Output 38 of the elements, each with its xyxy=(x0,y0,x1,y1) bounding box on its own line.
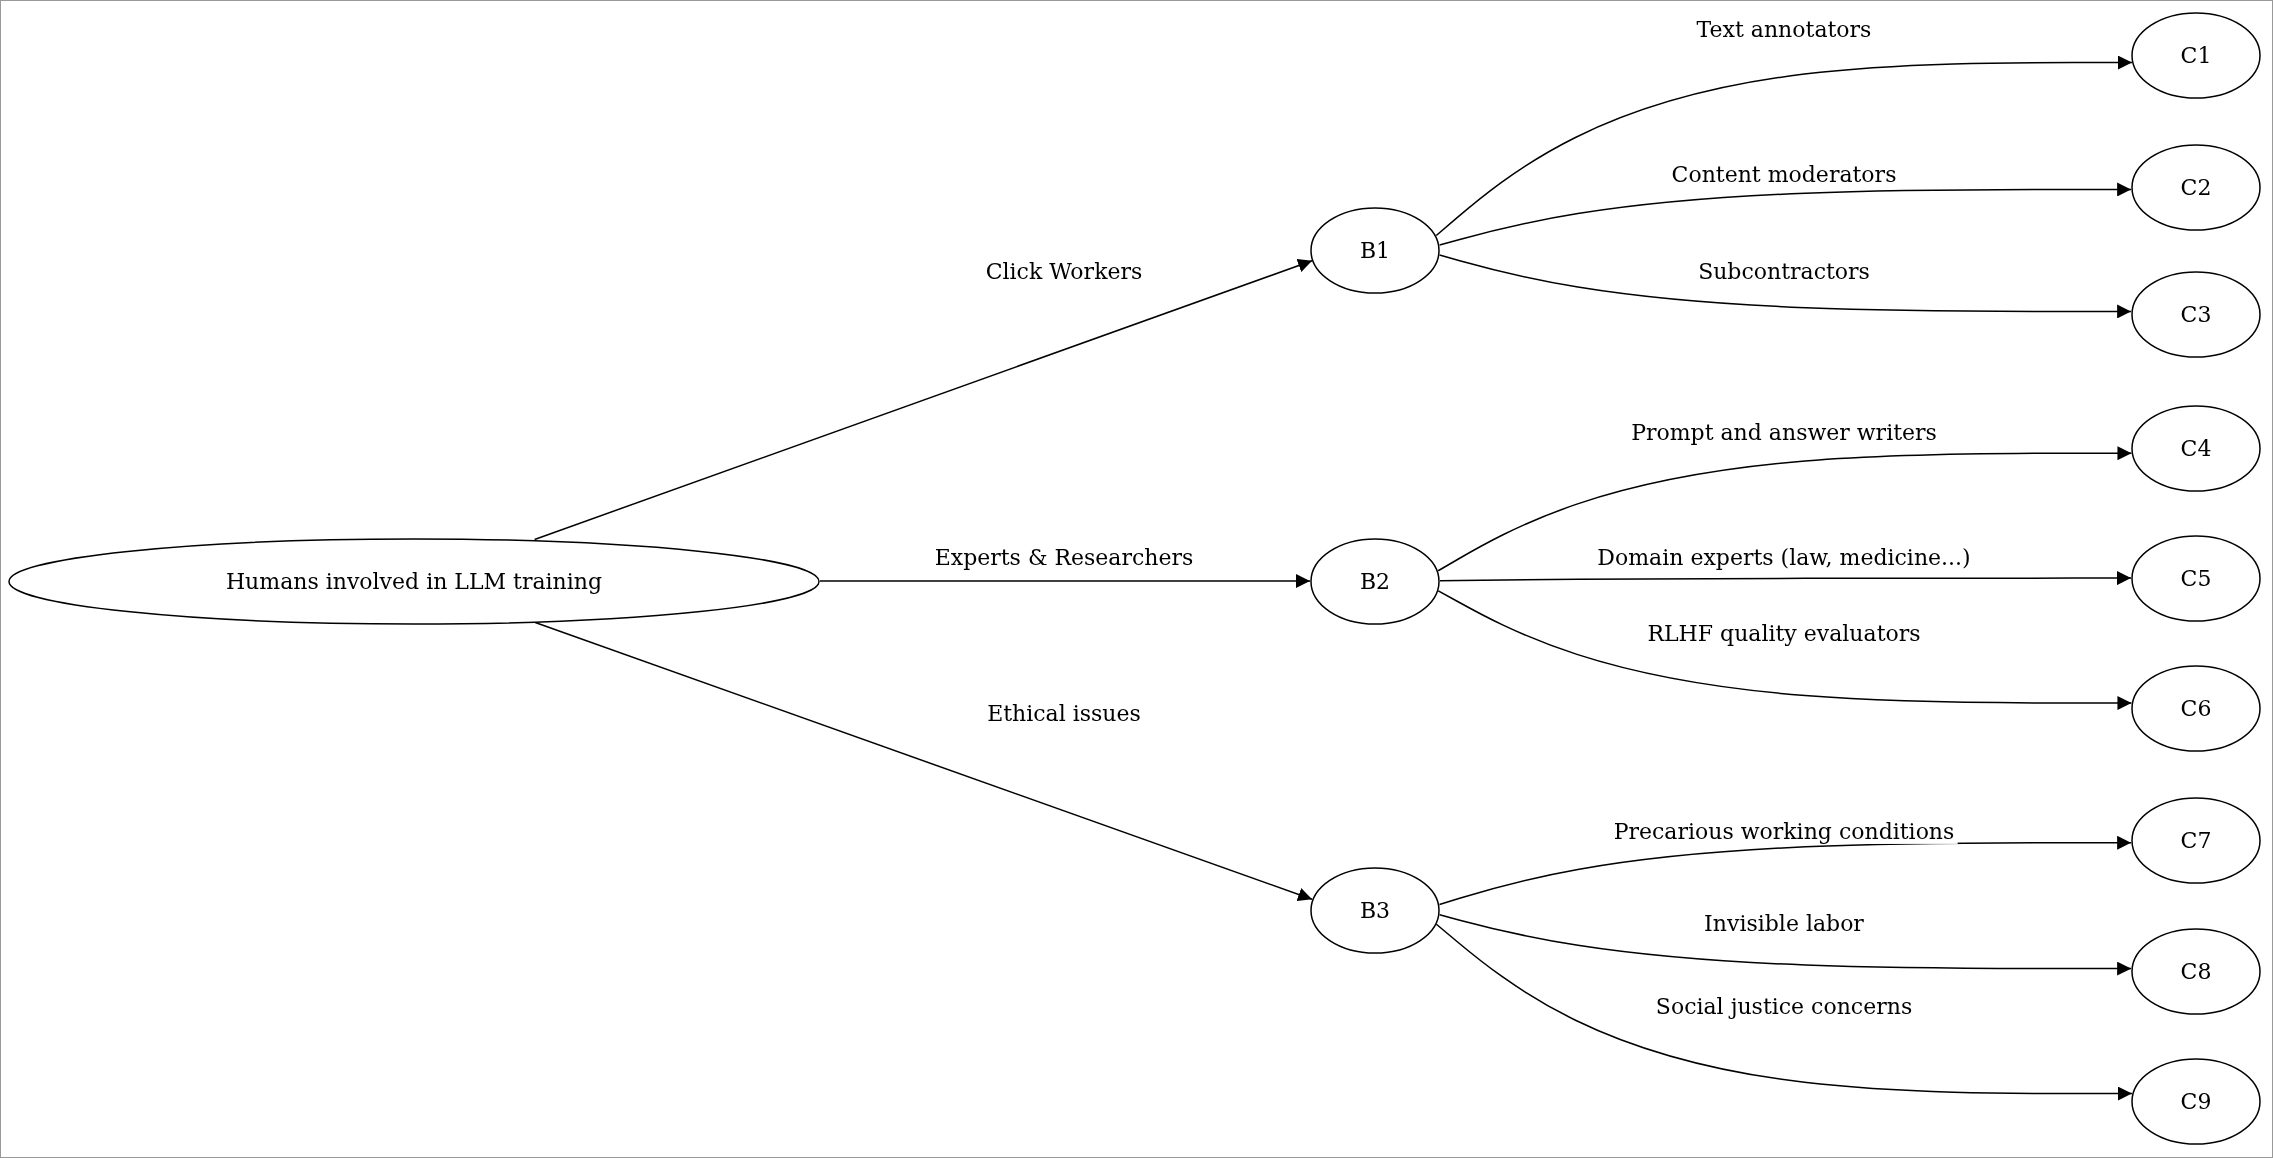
arrow xyxy=(1437,590,2133,711)
arrow xyxy=(1438,914,2132,976)
node-label: C8 xyxy=(2180,958,2212,984)
node-ellipse xyxy=(2131,404,2261,492)
arrow xyxy=(1435,923,2133,1101)
node-ellipse xyxy=(2131,143,2261,231)
node-label: C2 xyxy=(2180,174,2212,200)
arrow xyxy=(533,258,1313,541)
node-label: C1 xyxy=(2180,42,2212,68)
node-label: C5 xyxy=(2180,565,2212,591)
node-ellipse xyxy=(1310,866,1440,954)
node-label: B3 xyxy=(1359,897,1391,923)
node-ellipse xyxy=(2131,796,2261,884)
node-label: C4 xyxy=(2180,435,2212,461)
node-ellipse xyxy=(2131,927,2261,1015)
arrow xyxy=(1435,55,2133,237)
node-label: B2 xyxy=(1359,568,1391,594)
arrow xyxy=(1438,835,2132,906)
node-label: C3 xyxy=(2180,301,2212,327)
arrow xyxy=(819,574,1311,588)
arrow xyxy=(534,621,1313,902)
arrow xyxy=(1438,182,2132,246)
node-label: B1 xyxy=(1359,237,1391,263)
arrow xyxy=(1437,446,2133,572)
node-ellipse xyxy=(2131,534,2261,622)
node-ellipse xyxy=(1310,206,1440,294)
node-ellipse xyxy=(2131,1057,2261,1145)
node-ellipse xyxy=(2131,270,2261,358)
node-ellipse xyxy=(2131,11,2261,99)
node-label: Humans involved in LLM training xyxy=(225,568,603,594)
node-label: C6 xyxy=(2180,695,2212,721)
node-label: C9 xyxy=(2180,1088,2212,1114)
node-ellipse xyxy=(2131,664,2261,752)
arrow xyxy=(1439,571,2132,586)
root-ellipse xyxy=(8,537,820,625)
node-label: C7 xyxy=(2180,827,2212,853)
node-ellipse xyxy=(1310,537,1440,625)
arrow xyxy=(1438,254,2132,319)
